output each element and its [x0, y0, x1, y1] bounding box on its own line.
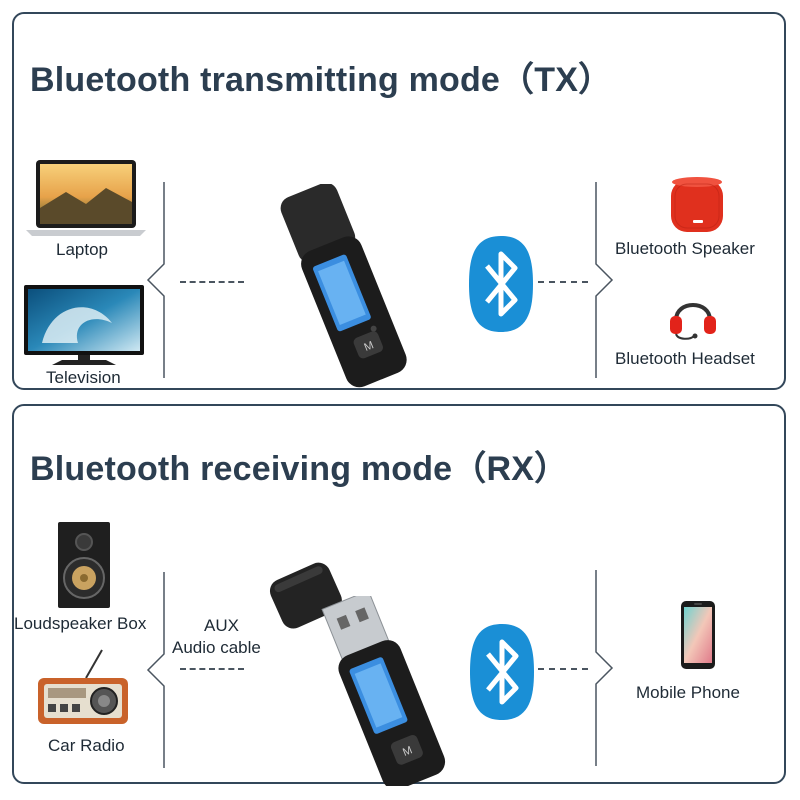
usb-adapter-rx: M	[310, 596, 480, 786]
headset-label: Bluetooth Headset	[615, 349, 755, 368]
speaker-icon	[669, 176, 725, 234]
rx-left-brace	[144, 572, 168, 768]
mobile-phone-label: Mobile Phone	[636, 683, 740, 702]
tx-right-brace	[592, 182, 616, 378]
laptop-icon	[26, 158, 146, 238]
loudspeaker-box-label: Loudspeaker Box	[14, 614, 147, 633]
car-radio-icon	[36, 648, 132, 728]
tx-title: Bluetooth transmitting mode（TX）	[30, 61, 613, 99]
bluetooth-icon-rx	[470, 622, 534, 722]
rx-right-connector	[538, 668, 588, 670]
tx-right-connector	[538, 281, 588, 283]
svg-text:M: M	[363, 339, 376, 354]
audio-cable-label: Audio cable	[172, 638, 261, 657]
aux-label: AUX	[204, 616, 239, 635]
television-icon	[22, 283, 146, 367]
laptop-label: Laptop	[56, 240, 108, 259]
speaker-label: Bluetooth Speaker	[615, 239, 755, 258]
car-radio-label: Car Radio	[48, 736, 125, 755]
svg-text:M: M	[401, 744, 414, 759]
rx-title: Bluetooth receiving mode（RX）	[30, 450, 569, 488]
rx-left-connector	[180, 668, 244, 670]
loudspeaker-box-icon	[56, 520, 112, 610]
mobile-phone-icon	[680, 600, 716, 670]
tx-left-brace	[144, 182, 168, 378]
headset-icon	[668, 290, 718, 342]
rx-right-brace	[592, 570, 616, 766]
bluetooth-icon-tx	[469, 234, 533, 334]
usb-adapter-tx: M	[262, 184, 440, 388]
tx-left-connector	[180, 281, 244, 283]
television-label: Television	[46, 368, 121, 387]
